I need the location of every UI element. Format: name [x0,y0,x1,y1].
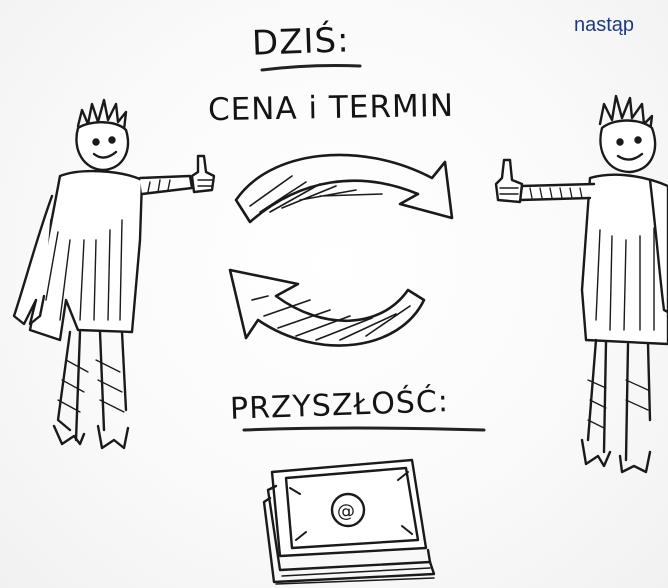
money-stack-icon: @ [262,458,436,585]
today-underline [260,64,362,72]
price-term-label: CENA i TERMIN [207,87,455,129]
header-fragment-text: nastąp [574,14,635,36]
future-underline [242,426,486,432]
right-person-icon [494,94,668,474]
today-label: DZIŚ: [251,20,351,64]
lower-arrow-icon [228,268,426,347]
upper-arrow-icon [234,153,454,224]
left-person-icon [12,98,216,450]
svg-text:@: @ [337,501,355,522]
